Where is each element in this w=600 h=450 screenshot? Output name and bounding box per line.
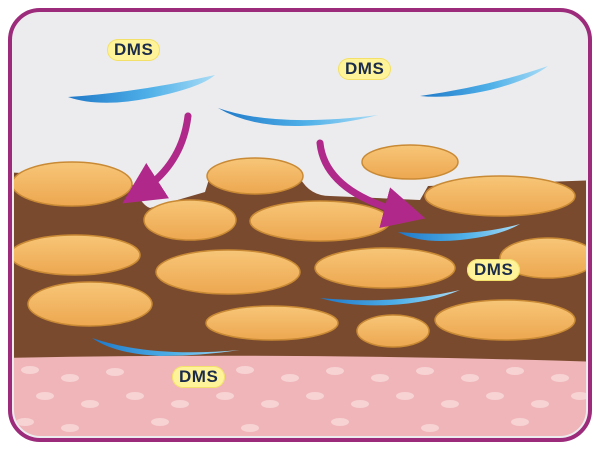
corneocyte-cell: [434, 299, 576, 341]
dms-label: DMS: [172, 366, 226, 388]
corneocyte-cells: [14, 144, 586, 348]
dms-label: DMS: [467, 259, 521, 281]
penetration-arrow: [122, 112, 192, 204]
corneocyte-cell: [499, 237, 586, 279]
dms-molecule-shape: [420, 66, 548, 97]
frame-border: [8, 8, 592, 442]
dms-molecules: [68, 66, 548, 356]
penetration-arrow: [316, 139, 426, 228]
corneocyte-cell: [14, 161, 133, 207]
corneocyte-cell: [155, 249, 301, 295]
corneocyte-cell: [206, 157, 304, 195]
corneocyte-cell: [143, 199, 237, 241]
dms-label: DMS: [107, 39, 161, 61]
corneocyte-cell: [424, 175, 576, 217]
dms-molecule-shape: [92, 338, 240, 356]
dms-molecule-shape: [68, 75, 215, 103]
corneocyte-cell: [14, 234, 141, 276]
dms-molecule-shape: [218, 108, 378, 127]
dms-molecule-shape: [320, 290, 460, 306]
dms-molecule-shape: [398, 224, 520, 241]
corneocyte-cell: [249, 200, 391, 242]
dms-label: DMS: [338, 58, 392, 80]
corneocyte-cell: [356, 314, 430, 348]
corneocyte-cell: [27, 281, 153, 327]
corneocyte-cell: [361, 144, 459, 180]
corneocyte-cell: [205, 305, 339, 341]
skin-dots: [16, 366, 586, 432]
corneocyte-cell: [314, 247, 456, 289]
